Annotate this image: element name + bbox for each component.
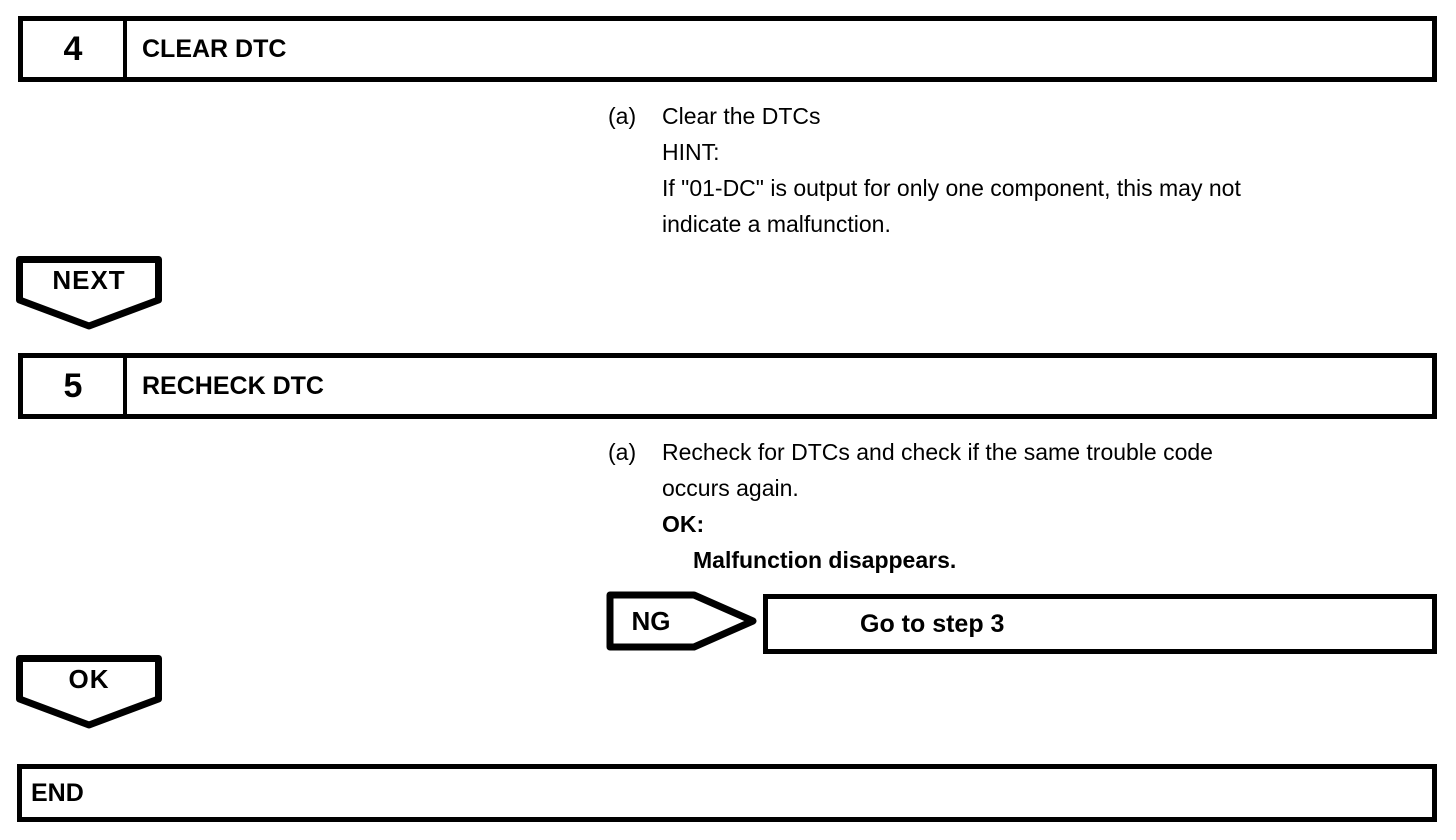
step-4-number: 4: [23, 21, 127, 77]
next-connector: NEXT: [15, 255, 163, 336]
step-5-header: 5 RECHECK DTC: [18, 353, 1437, 419]
down-banner-icon: [16, 655, 162, 729]
next-connector-label: NEXT: [52, 264, 126, 295]
down-banner-icon: [16, 256, 162, 330]
ok-connector-label: OK: [68, 663, 110, 694]
instruction-line: Recheck for DTCs and check if the same t…: [662, 439, 1213, 465]
end-box: END: [17, 764, 1437, 822]
ng-branch-arrow: NG: [606, 591, 758, 658]
instruction-line: indicate a malfunction.: [662, 211, 891, 237]
step-5-number: 5: [23, 358, 127, 414]
step-5-instruction: (a) Recheck for DTCs and check if the sa…: [608, 434, 1213, 578]
step-4-header: 4 CLEAR DTC: [18, 16, 1437, 82]
goto-step-box: Go to step 3: [763, 594, 1437, 654]
ok-condition-result: Malfunction disappears.: [693, 547, 957, 573]
ok-connector: OK: [15, 654, 163, 735]
step-4-instruction: (a) Clear the DTCs HINT: If "01-DC" is o…: [608, 98, 1241, 242]
step-4-title: CLEAR DTC: [142, 34, 287, 63]
ok-condition-heading: OK:: [662, 511, 705, 537]
step-4-list-marker: (a): [608, 103, 637, 129]
instruction-line: HINT:: [662, 139, 720, 165]
instruction-line: Clear the DTCs: [662, 103, 821, 129]
right-pointer-icon: [606, 591, 757, 651]
step-5-title: RECHECK DTC: [142, 371, 324, 400]
step-5-list-marker: (a): [608, 439, 637, 465]
instruction-line: If "01-DC" is output for only one compon…: [662, 175, 1241, 201]
instruction-line: occurs again.: [662, 475, 799, 501]
ng-branch-label: NG: [631, 605, 671, 636]
